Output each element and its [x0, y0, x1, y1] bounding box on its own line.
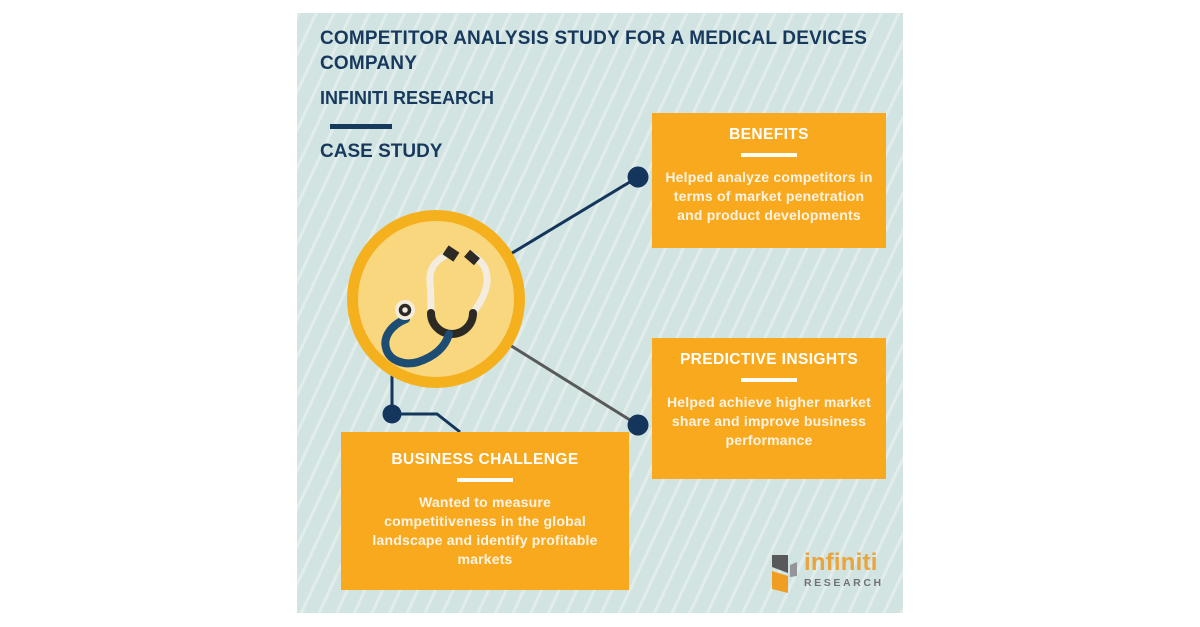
- infographic-panel: COMPETITOR ANALYSIS STUDY FOR A MEDICAL …: [297, 13, 903, 613]
- logo-name: infiniti: [804, 549, 878, 576]
- infiniti-research-logo: infiniti RESEARCH: [772, 551, 884, 597]
- stethoscope-tube-right: [469, 252, 491, 317]
- stethoscope-chestpiece: [395, 300, 415, 320]
- brand-divider: [330, 124, 392, 129]
- connector-dot-challenge: [382, 404, 402, 424]
- connector-line-challenge: [390, 363, 461, 434]
- stethoscope-eartip-right: [464, 249, 480, 266]
- card-benefits-divider: [741, 153, 797, 157]
- stethoscope-chestpiece-ring: [398, 303, 412, 317]
- card-predictive-body: Helped achieve higher market share and i…: [666, 394, 871, 449]
- case-study-label: CASE STUDY: [320, 141, 443, 162]
- card-benefits-title: BENEFITS: [729, 126, 809, 143]
- card-benefits-body: Helped analyze competitors in terms of m…: [665, 169, 873, 224]
- logo-subname: RESEARCH: [804, 577, 884, 589]
- card-business-challenge: BUSINESS CHALLENGE Wanted to measure com…: [341, 432, 629, 590]
- card-benefits: BENEFITS Helped analyze competitors in t…: [652, 113, 886, 248]
- page-title: COMPETITOR ANALYSIS STUDY FOR A MEDICAL …: [320, 28, 868, 74]
- logo-shape-darkgray: [772, 555, 788, 573]
- card-predictive-title: PREDICTIVE INSIGHTS: [679, 351, 859, 368]
- card-predictive-divider: [741, 378, 797, 382]
- connector-dot-predictive: [627, 414, 649, 436]
- stethoscope-icon: [381, 245, 491, 368]
- card-challenge-divider: [457, 478, 513, 482]
- diagram-graphics: [347, 166, 649, 436]
- brand-name: INFINITI RESEARCH: [320, 88, 495, 108]
- connector-dot-benefits: [627, 166, 649, 188]
- infiniti-logo-icon: [772, 555, 797, 593]
- logo-shape-orange: [772, 571, 788, 593]
- card-challenge-title: BUSINESS CHALLENGE: [391, 451, 579, 468]
- card-challenge-body: Wanted to measure competitiveness in the…: [372, 494, 598, 568]
- stethoscope-chest-tube: [381, 315, 453, 368]
- stethoscope-tube-left: [426, 250, 452, 317]
- logo-shape-gray: [790, 562, 797, 577]
- card-predictive-insights: PREDICTIVE INSIGHTS Helped achieve highe…: [652, 338, 886, 479]
- stethoscope-eartip-left: [442, 245, 460, 262]
- logo-text: infiniti RESEARCH: [804, 549, 884, 590]
